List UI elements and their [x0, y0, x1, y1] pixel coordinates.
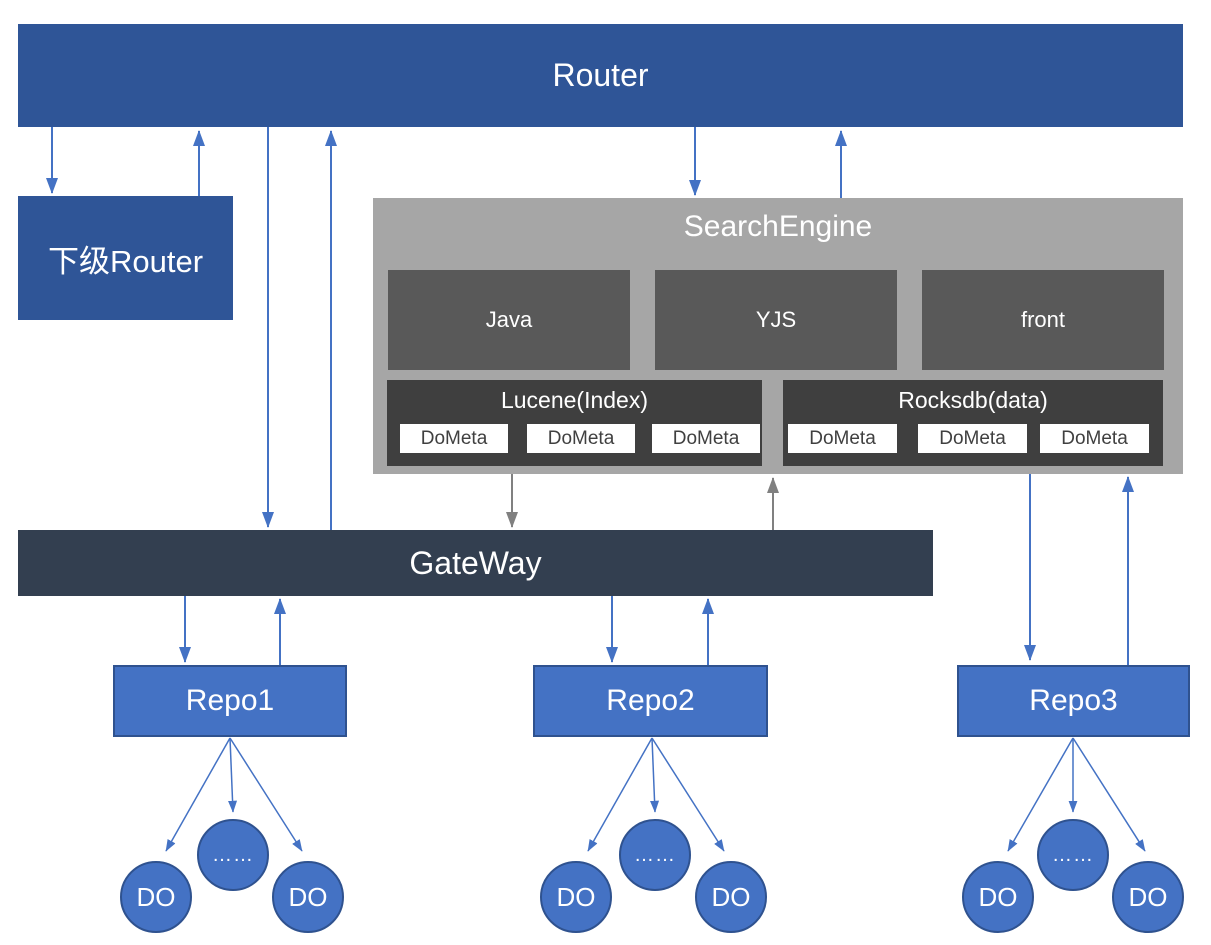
- dometa-box: DoMeta: [1040, 424, 1149, 453]
- do-label: DO: [1128, 881, 1168, 912]
- repo2-node: Repo2: [533, 665, 768, 737]
- panel-rocksdb: Rocksdb(data) DoMeta DoMeta DoMeta: [783, 380, 1163, 466]
- search-engine-title: SearchEngine: [683, 210, 873, 243]
- module-yjs: YJS: [655, 270, 897, 370]
- module-front-label: front: [1020, 307, 1066, 332]
- sub-router-label: 下级Router: [47, 243, 204, 279]
- module-java-label: Java: [485, 307, 533, 332]
- do-circle: DO: [120, 861, 192, 933]
- edge-repo1-to-dots: [228, 737, 238, 813]
- repo3-node: Repo3: [957, 665, 1190, 737]
- dometa-box: DoMeta: [918, 424, 1027, 453]
- do-circle: DO: [272, 861, 344, 933]
- ellipsis-circle: ……: [197, 819, 269, 891]
- dometa-box: DoMeta: [527, 424, 635, 453]
- ellipsis-circle: ……: [1037, 819, 1109, 891]
- ellipsis-label: ……: [1052, 843, 1094, 866]
- dometa-label: DoMeta: [547, 427, 615, 449]
- panel-lucene-title: Lucene(Index): [500, 387, 649, 413]
- repo3-label: Repo3: [1029, 684, 1118, 717]
- ellipsis-label: ……: [634, 843, 676, 866]
- module-java: Java: [388, 270, 630, 370]
- repo2-label: Repo2: [606, 684, 695, 717]
- dometa-label: DoMeta: [672, 427, 740, 449]
- dometa-box: DoMeta: [400, 424, 508, 453]
- panel-lucene: Lucene(Index) DoMeta DoMeta DoMeta: [387, 380, 762, 466]
- do-label: DO: [978, 881, 1018, 912]
- dometa-label: DoMeta: [939, 427, 1006, 449]
- module-front: front: [922, 270, 1164, 370]
- dometa-box: DoMeta: [788, 424, 897, 453]
- router-label: Router: [552, 57, 649, 93]
- do-label: DO: [556, 881, 596, 912]
- do-circle: DO: [1112, 861, 1184, 933]
- repo1-node: Repo1: [113, 665, 347, 737]
- do-label: DO: [136, 881, 176, 912]
- sub-router-node: 下级Router: [18, 196, 233, 320]
- do-circle: DO: [540, 861, 612, 933]
- dometa-label: DoMeta: [809, 427, 876, 449]
- gateway-node: GateWay: [18, 530, 933, 596]
- gateway-label: GateWay: [409, 544, 542, 581]
- panel-rocksdb-title: Rocksdb(data): [898, 387, 1048, 413]
- dometa-label: DoMeta: [1061, 427, 1128, 449]
- dometa-label: DoMeta: [420, 427, 488, 449]
- do-label: DO: [711, 881, 751, 912]
- repo1-label: Repo1: [185, 684, 275, 717]
- do-circle: DO: [962, 861, 1034, 933]
- search-engine-container: SearchEngine Java YJS front Lucene(Index…: [373, 198, 1183, 474]
- dometa-box: DoMeta: [652, 424, 760, 453]
- module-yjs-label: YJS: [755, 307, 797, 332]
- do-circle: DO: [695, 861, 767, 933]
- router-node: Router: [18, 24, 1183, 127]
- ellipsis-circle: ……: [619, 819, 691, 891]
- do-label: DO: [288, 881, 328, 912]
- ellipsis-label: ……: [212, 843, 254, 866]
- edge-repo2-to-dots: [650, 737, 660, 813]
